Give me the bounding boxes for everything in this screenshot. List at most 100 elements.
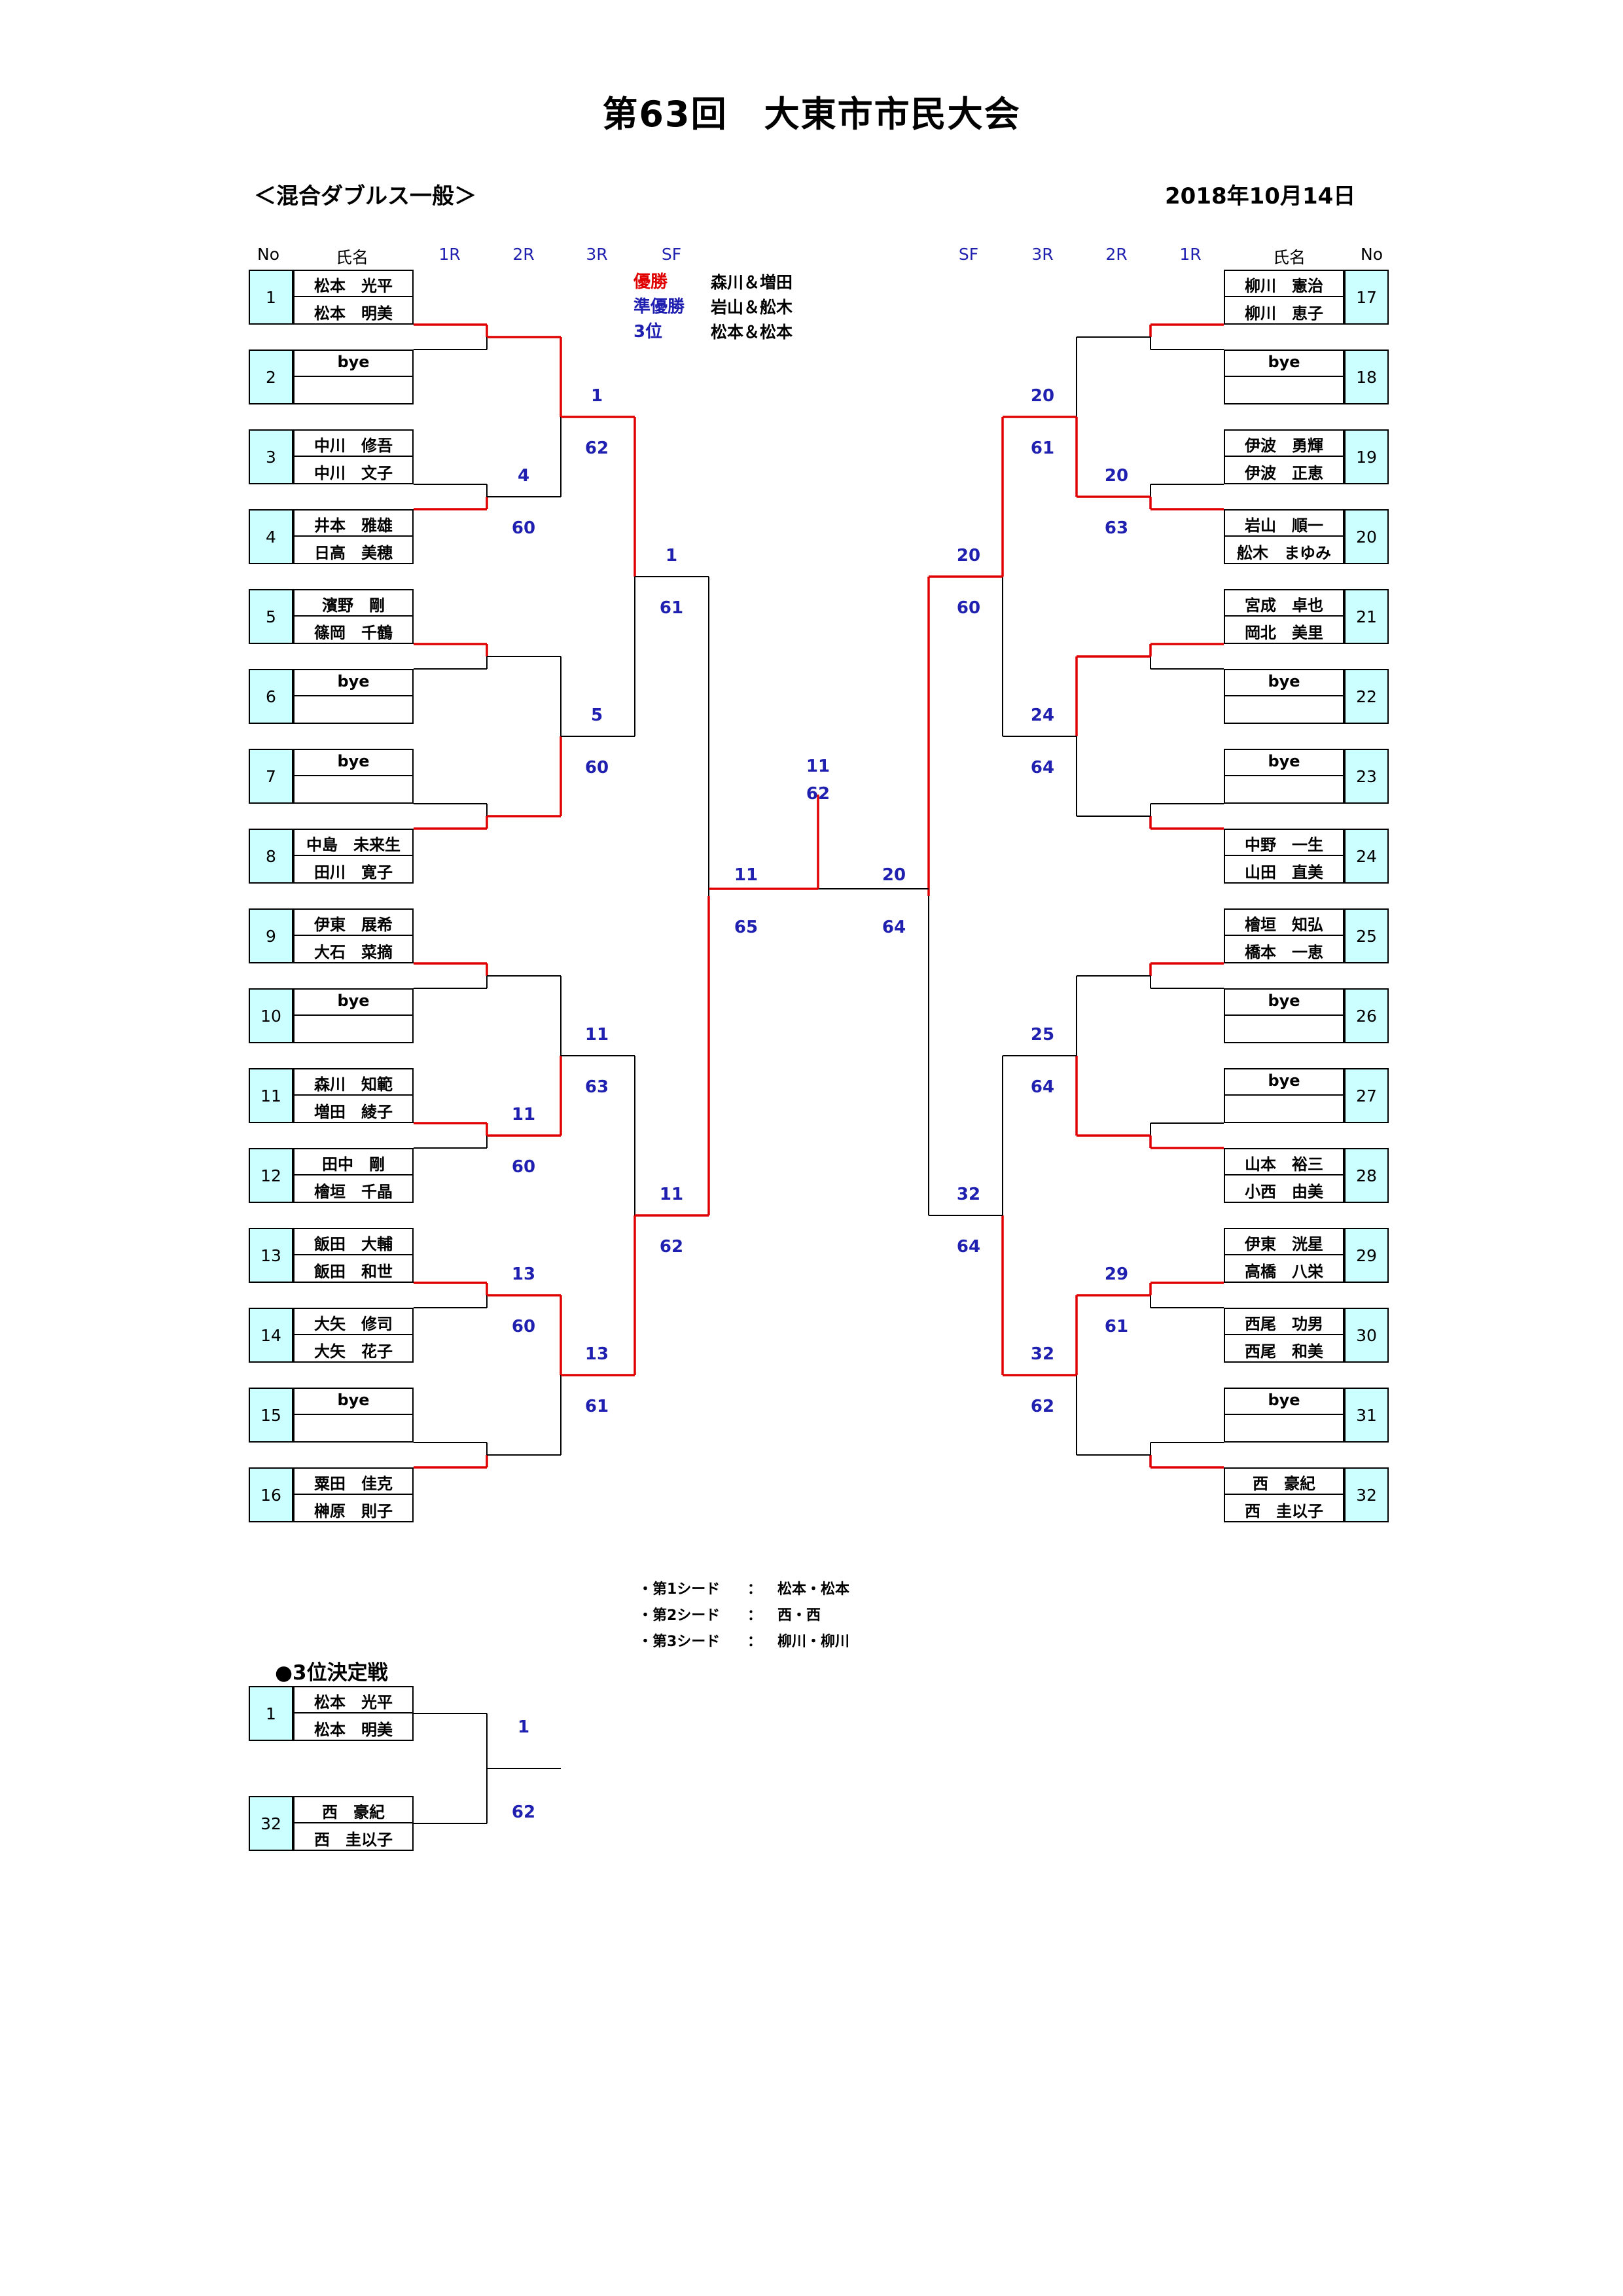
entry-name-box bbox=[1224, 1308, 1344, 1363]
player-name: 濱野 剛 bbox=[322, 596, 385, 615]
entry-no: 13 bbox=[249, 1228, 293, 1283]
score-label: 64 bbox=[1030, 1077, 1055, 1097]
entry-name-box bbox=[1224, 1068, 1344, 1123]
header-2r-right: 2R bbox=[1105, 245, 1128, 264]
score-label: 11 bbox=[659, 1185, 684, 1204]
entry-name-box bbox=[1224, 589, 1344, 644]
score-label: 60 bbox=[511, 1317, 536, 1336]
entry-no: 15 bbox=[249, 1388, 293, 1443]
seed-value: 松本・松本 bbox=[777, 1581, 850, 1598]
entry-no: 23 bbox=[1344, 749, 1389, 804]
score-label: 62 bbox=[1030, 1397, 1055, 1416]
player-name: bye bbox=[337, 353, 370, 371]
score-label: 65 bbox=[734, 918, 758, 937]
entry-no: 16 bbox=[249, 1467, 293, 1522]
player-name: 西 圭以子 bbox=[1245, 1502, 1323, 1520]
score-label: 32 bbox=[1030, 1344, 1055, 1364]
score-label: 29 bbox=[1104, 1265, 1129, 1284]
player-name: 橋本 一恵 bbox=[1245, 943, 1323, 961]
score-label: 60 bbox=[956, 598, 981, 618]
entry-no: 5 bbox=[249, 589, 293, 644]
entry-no: 10 bbox=[249, 988, 293, 1043]
entry-name-box bbox=[1224, 350, 1344, 404]
entry-name-box bbox=[293, 1308, 414, 1363]
score-label: 62 bbox=[584, 439, 609, 458]
seed-label: ・第2シード bbox=[638, 1607, 721, 1624]
event-date: 2018年10月14日 bbox=[1165, 183, 1356, 209]
player-name: 西 豪紀 bbox=[322, 1803, 385, 1821]
seed-value: 柳川・柳川 bbox=[777, 1634, 850, 1650]
score-label: 62 bbox=[659, 1237, 684, 1257]
player-name: 榊原 則子 bbox=[314, 1502, 393, 1520]
entry-no: 19 bbox=[1344, 429, 1389, 484]
score-label: 20 bbox=[956, 546, 981, 565]
player-name: bye bbox=[1268, 353, 1300, 371]
player-name: 中島 未来生 bbox=[306, 836, 401, 854]
result-label: 優勝 bbox=[633, 272, 668, 292]
entry-name-box bbox=[1224, 1388, 1344, 1443]
entry-name-box bbox=[293, 1228, 414, 1283]
entry-name-box bbox=[293, 1467, 414, 1522]
entry-name-box bbox=[1224, 669, 1344, 724]
entry-no: 1 bbox=[249, 270, 293, 325]
score-label: 63 bbox=[1104, 518, 1129, 538]
player-name: 松本 光平 bbox=[314, 1693, 393, 1712]
player-name: bye bbox=[337, 752, 370, 770]
entry-no: 22 bbox=[1344, 669, 1389, 724]
player-name: bye bbox=[1268, 1071, 1300, 1090]
score-label: 25 bbox=[1030, 1025, 1055, 1045]
third-place-title: ●3位決定戦 bbox=[275, 1661, 388, 1685]
entry-no: 24 bbox=[1344, 829, 1389, 884]
seed-label: ・第1シード bbox=[638, 1581, 721, 1598]
seed-sep: ： bbox=[747, 1634, 762, 1650]
result-value: 岩山＆舩木 bbox=[711, 298, 793, 317]
score-label: 11 bbox=[511, 1105, 536, 1124]
player-name: 大矢 修司 bbox=[314, 1315, 393, 1333]
entry-name-box bbox=[1224, 829, 1344, 884]
player-name: 岩山 順一 bbox=[1245, 516, 1323, 535]
entry-no: 4 bbox=[249, 509, 293, 564]
seed-sep: ： bbox=[747, 1607, 762, 1624]
player-name: 柳川 憲治 bbox=[1245, 277, 1323, 295]
entry-name-box bbox=[293, 1686, 414, 1741]
header-name-right: 氏名 bbox=[1272, 248, 1306, 267]
entry-no: 29 bbox=[1344, 1228, 1389, 1283]
header-1r-left: 1R bbox=[438, 245, 461, 264]
player-name: 西尾 和美 bbox=[1245, 1342, 1323, 1361]
entry-no: 27 bbox=[1344, 1068, 1389, 1123]
header-no-right: No bbox=[1361, 245, 1383, 264]
entry-no: 26 bbox=[1344, 988, 1389, 1043]
player-name: 井本 雅雄 bbox=[314, 516, 393, 535]
header-3r-right: 3R bbox=[1031, 245, 1054, 264]
player-name: bye bbox=[1268, 672, 1300, 691]
entry-no: 6 bbox=[249, 669, 293, 724]
entry-name-box bbox=[293, 988, 414, 1043]
score-label: 13 bbox=[511, 1265, 536, 1284]
entry-name-box bbox=[293, 1068, 414, 1123]
entry-no: 21 bbox=[1344, 589, 1389, 644]
score-label: 11 bbox=[584, 1025, 609, 1045]
player-name: 山本 裕三 bbox=[1245, 1155, 1323, 1174]
player-name: 山田 直美 bbox=[1245, 863, 1323, 882]
header-3r-left: 3R bbox=[586, 245, 608, 264]
entry-no: 8 bbox=[249, 829, 293, 884]
entry-no: 28 bbox=[1344, 1148, 1389, 1203]
entry-name-box bbox=[293, 1148, 414, 1203]
entry-no: 18 bbox=[1344, 350, 1389, 404]
entry-name-box bbox=[1224, 749, 1344, 804]
entry-no: 20 bbox=[1344, 509, 1389, 564]
score-label: 64 bbox=[956, 1237, 981, 1257]
score-label: 20 bbox=[1030, 386, 1055, 406]
seed-sep: ： bbox=[747, 1581, 762, 1598]
player-name: 田川 寛子 bbox=[314, 863, 393, 882]
player-name: 岡北 美里 bbox=[1245, 624, 1323, 642]
score-label: 62 bbox=[511, 1803, 536, 1822]
seed-label: ・第3シード bbox=[638, 1634, 721, 1650]
entry-name-box bbox=[293, 749, 414, 804]
player-name: 伊東 洸星 bbox=[1245, 1235, 1323, 1253]
entry-no: 25 bbox=[1344, 908, 1389, 963]
entry-no: 2 bbox=[249, 350, 293, 404]
entry-name-box bbox=[1224, 1148, 1344, 1203]
score-label: 61 bbox=[584, 1397, 609, 1416]
score-label: 1 bbox=[517, 1717, 530, 1737]
